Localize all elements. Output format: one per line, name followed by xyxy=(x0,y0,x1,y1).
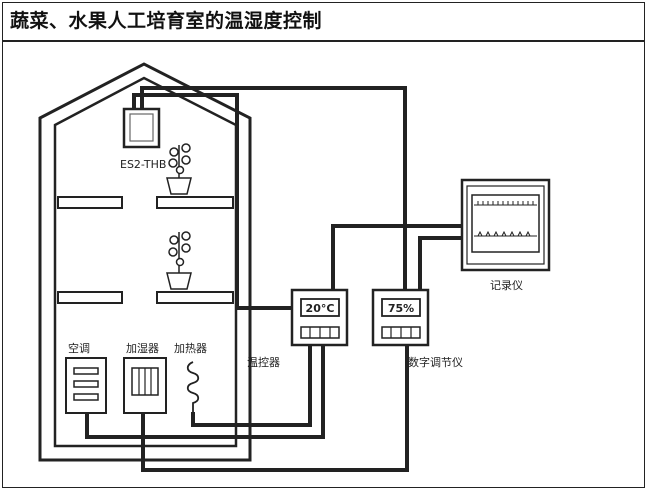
page-title: 蔬菜、水果人工培育室的温湿度控制 xyxy=(10,10,323,32)
humidity-display: 75% xyxy=(388,302,414,315)
title-divider xyxy=(2,40,645,42)
temperature-controller xyxy=(290,288,349,347)
sensor-label: ES2-THB xyxy=(120,158,166,171)
humidifier-label: 加湿器 xyxy=(126,342,159,355)
wiring xyxy=(85,86,470,472)
regulator-label: 数字调节仪 xyxy=(408,355,463,369)
sensor-es2-thb xyxy=(122,107,161,149)
temperature-display: 20°C xyxy=(306,302,335,315)
recorder-label: 记录仪 xyxy=(490,279,523,292)
plant-lower xyxy=(166,231,192,290)
ac-label: 空调 xyxy=(68,341,90,355)
shelves xyxy=(57,196,234,304)
plant-upper xyxy=(166,143,192,195)
air-conditioner xyxy=(65,357,107,414)
heater xyxy=(186,361,200,412)
humidifier xyxy=(123,357,167,414)
heater-label: 加热器 xyxy=(174,342,207,355)
recorder xyxy=(460,178,551,272)
digital-regulator xyxy=(371,288,430,347)
temp-controller-label: 温控器 xyxy=(247,355,280,369)
